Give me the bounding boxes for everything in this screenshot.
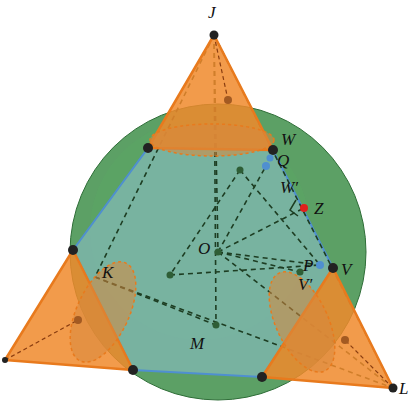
point-label: O xyxy=(198,240,210,257)
point-label: V xyxy=(341,261,351,278)
point-label: L xyxy=(399,380,408,397)
point-label: W′ xyxy=(280,179,298,196)
point-label: M xyxy=(190,335,204,352)
point-label: P xyxy=(303,257,313,274)
point-label: J xyxy=(208,4,216,21)
point-label: K xyxy=(102,264,113,281)
point-label: W xyxy=(281,131,295,148)
point-label: Z xyxy=(314,200,323,217)
point-label: Q xyxy=(277,152,289,169)
point-label: V′ xyxy=(298,276,312,293)
